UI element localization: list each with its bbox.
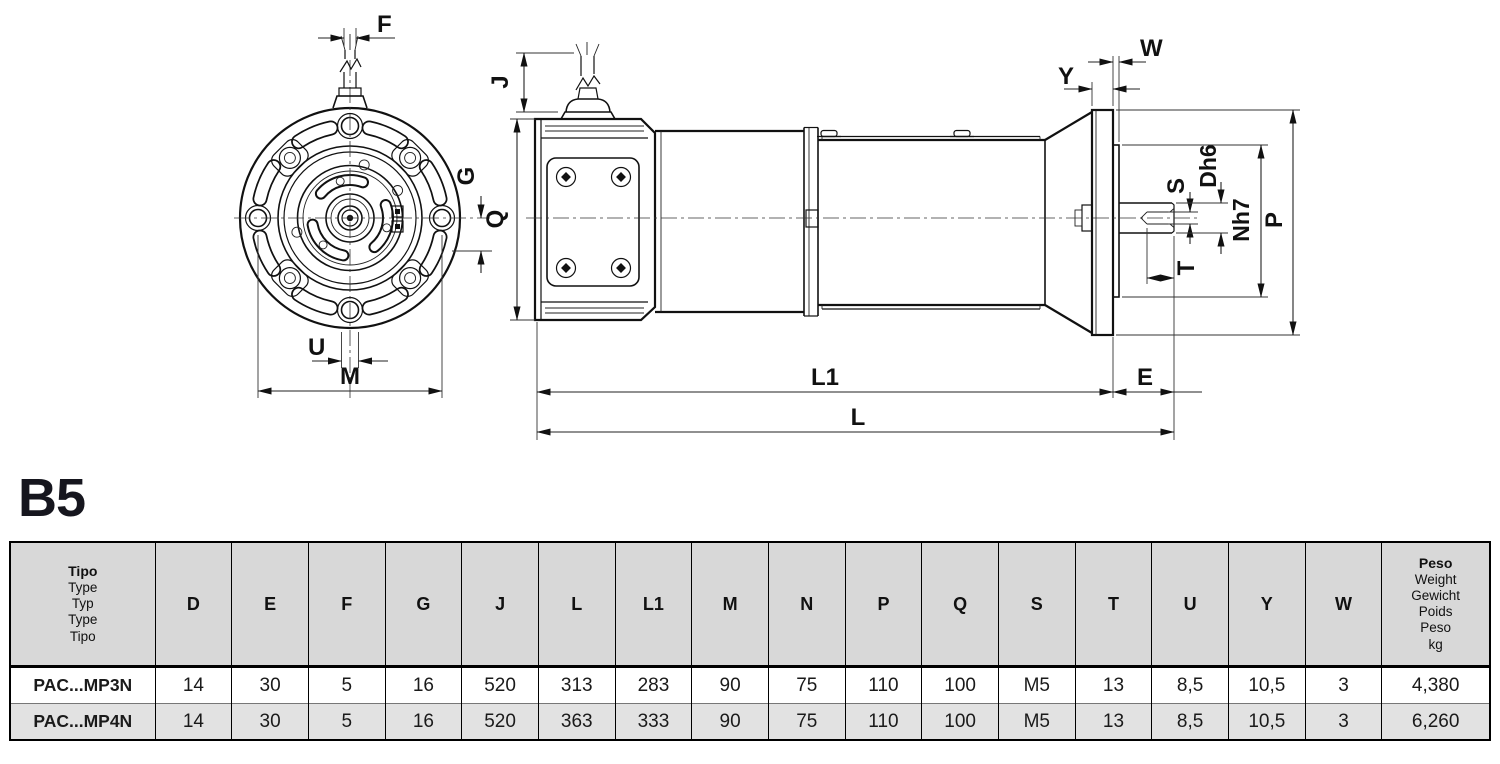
cell-L1: 333 [614,703,692,740]
dimensions-table: Tipo Type Typ Type Tipo D E F G J L L1 M… [9,541,1491,741]
cell-Q: 100 [921,703,999,740]
cell-N: 75 [767,703,846,740]
table-row-mp3n: PAC...MP3N 14 30 5 16 520 313 283 90 75 … [9,666,1490,704]
col-header-G: G [384,542,462,668]
cell-M: 90 [691,666,769,704]
col-header-type: Tipo Type Typ Type Tipo [9,542,156,668]
type-header-es: Tipo [69,628,96,644]
side-view-dimensions: J Q W Y S Dh6 T Nh7 [482,35,1300,440]
dim-label-G: G [453,167,480,186]
cell-T: 13 [1074,666,1152,704]
dim-label-E: E [1137,364,1153,391]
dim-label-L1: L1 [811,364,839,391]
col-header-L: L [537,542,616,668]
cover-screws [555,166,632,279]
flange-screw-pads [271,139,429,297]
col-header-M: M [691,542,769,668]
cell-Y: 10,5 [1227,703,1306,740]
cell-T: 13 [1074,703,1152,740]
cell-F: 5 [307,666,386,704]
tie-rod-bolts [817,129,974,138]
weight-header-unit: kg [1428,636,1443,652]
dim-label-J: J [487,75,514,88]
dim-label-F: F [377,11,392,38]
cell-M: 90 [691,703,769,740]
type-header-fr: Type [68,612,98,628]
cell-Q: 100 [921,666,999,704]
cell-weight: 6,260 [1381,703,1490,740]
cell-L: 313 [537,666,616,704]
dim-label-M: M [340,363,360,390]
dim-label-L: L [851,404,866,431]
cell-S: M5 [997,666,1076,704]
dim-label-T: T [1173,260,1200,275]
col-header-J: J [461,542,539,668]
cell-L: 363 [537,703,616,740]
cell-P: 110 [844,666,922,704]
type-header-it: Tipo [68,563,98,580]
weight-header-es: Peso [1420,620,1452,636]
cell-E: 30 [231,666,309,704]
table-row-mp4n: PAC...MP4N 14 30 5 16 520 363 333 90 75 … [9,703,1490,740]
cell-N: 75 [767,666,846,704]
col-header-T: T [1074,542,1152,668]
weight-header-it: Peso [1418,555,1453,572]
col-header-weight: Peso Weight Gewicht Poids Peso kg [1381,542,1490,668]
col-header-P: P [844,542,922,668]
cell-S: M5 [997,703,1076,740]
cell-P: 110 [844,703,922,740]
weight-header-fr: Poids [1418,604,1453,620]
dim-label-Q: Q [482,210,509,229]
technical-drawing: F G U M [234,11,1300,440]
cell-U: 8,5 [1151,703,1229,740]
col-header-S: S [997,542,1076,668]
model-name: PAC...MP4N [9,703,156,740]
cell-weight: 4,380 [1381,666,1490,704]
dim-label-Nh7: Nh7 [1228,198,1254,241]
cell-E: 30 [231,703,309,740]
dim-label-P: P [1261,212,1288,228]
model-name: PAC...MP3N [9,666,156,704]
dim-label-S: S [1163,178,1190,194]
front-view-dimensions: F G U M [257,11,492,398]
dim-label-Y: Y [1058,63,1074,90]
side-view [526,42,1198,337]
col-header-F: F [307,542,386,668]
col-header-D: D [154,542,232,668]
col-header-E: E [231,542,309,668]
col-header-U: U [1151,542,1229,668]
cell-F: 5 [307,703,386,740]
dim-label-W: W [1140,35,1163,62]
cable-gland-side [560,42,616,120]
cell-D: 14 [154,666,232,704]
type-header-en: Type [68,580,98,596]
weight-header-de: Gewicht [1411,588,1461,604]
cell-J: 520 [461,666,539,704]
col-header-L1: L1 [614,542,692,668]
cell-L1: 283 [614,666,692,704]
type-header-de: Typ [71,596,94,612]
cell-Y: 10,5 [1227,666,1306,704]
cell-J: 520 [461,703,539,740]
cell-W: 3 [1304,703,1382,740]
dim-label-Dh6: Dh6 [1195,144,1221,187]
cell-D: 14 [154,703,232,740]
col-header-Y: Y [1227,542,1306,668]
cell-W: 3 [1304,666,1382,704]
mounting-code-heading: B5 [18,468,86,528]
col-header-W: W [1304,542,1382,668]
front-view [234,34,490,398]
col-header-N: N [767,542,846,668]
table-header-row: Tipo Type Typ Type Tipo D E F G J L L1 M… [9,542,1490,668]
col-header-Q: Q [921,542,999,668]
weight-header-en: Weight [1414,571,1457,587]
dim-label-U: U [308,334,325,361]
cell-G: 16 [384,703,462,740]
cell-G: 16 [384,666,462,704]
cell-U: 8,5 [1151,666,1229,704]
